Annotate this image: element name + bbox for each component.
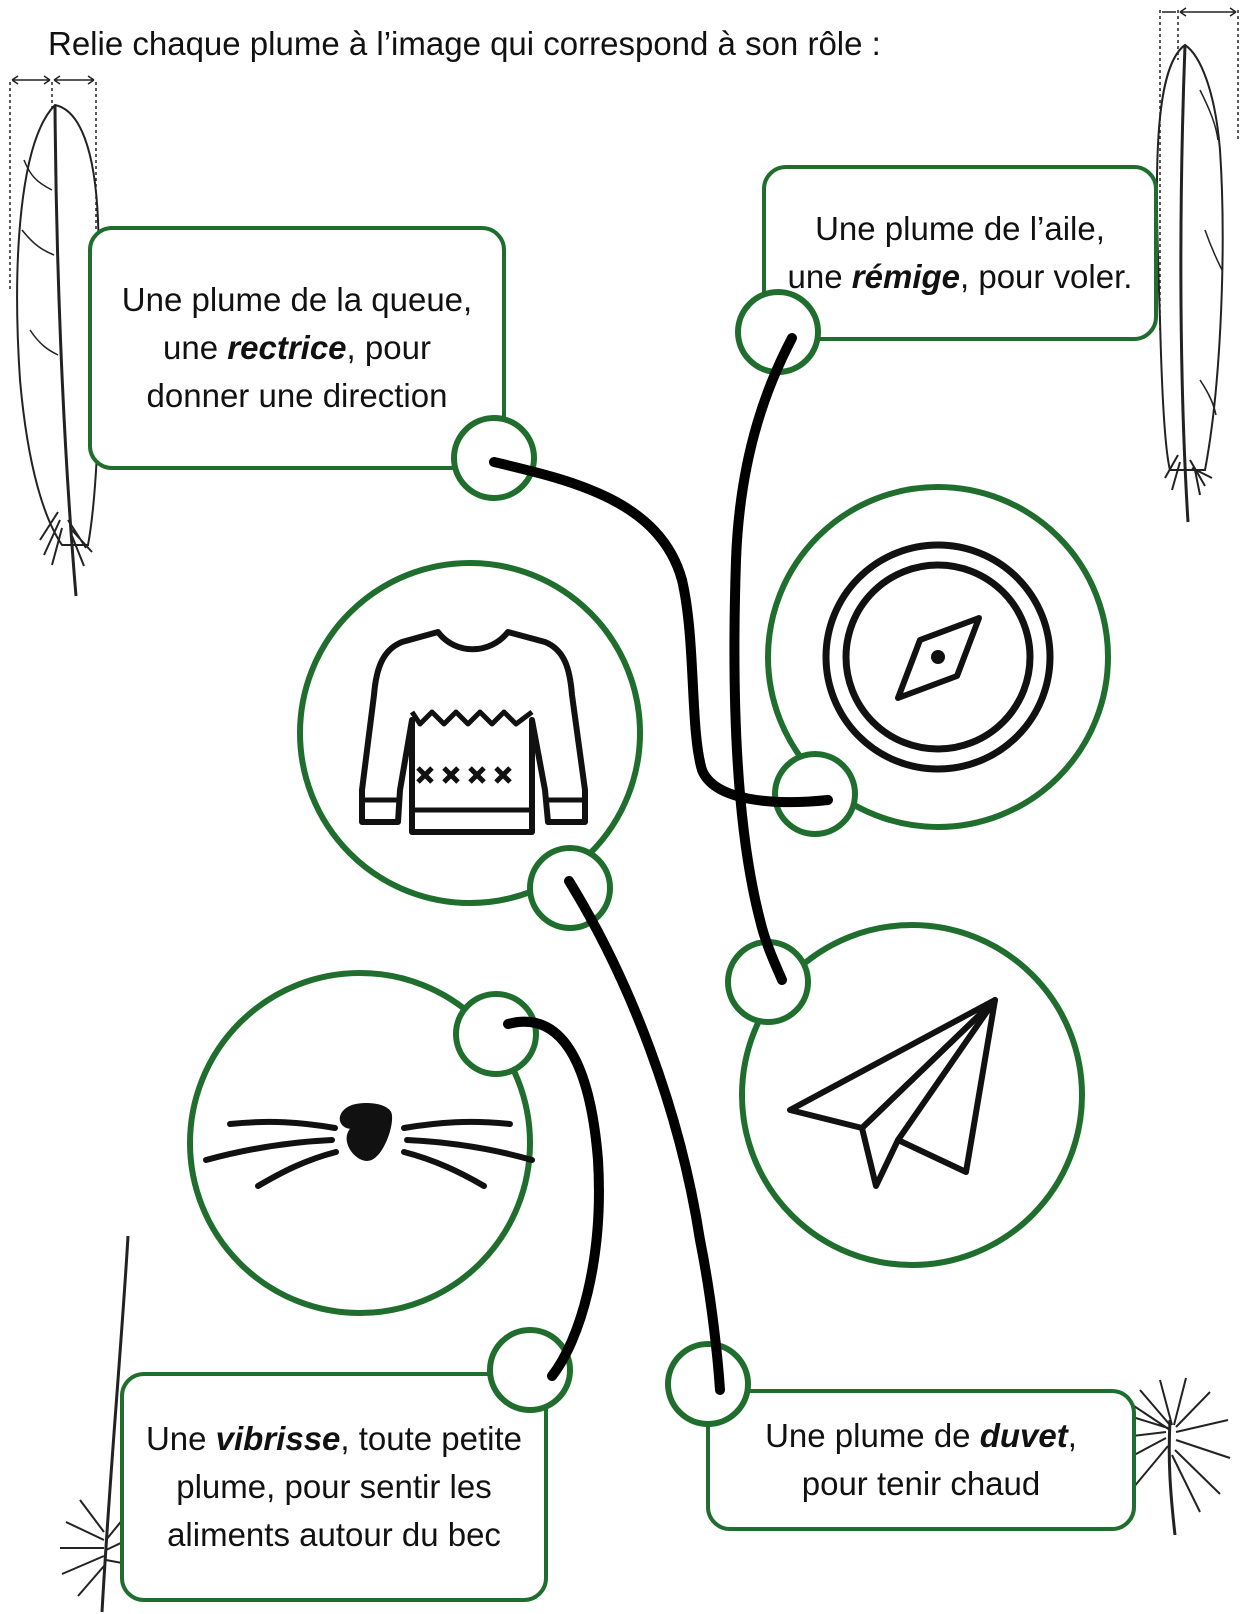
dot-compass[interactable]	[775, 754, 855, 834]
dot-whiskers[interactable]	[456, 994, 536, 1074]
dot-duvet[interactable]	[668, 1344, 748, 1424]
